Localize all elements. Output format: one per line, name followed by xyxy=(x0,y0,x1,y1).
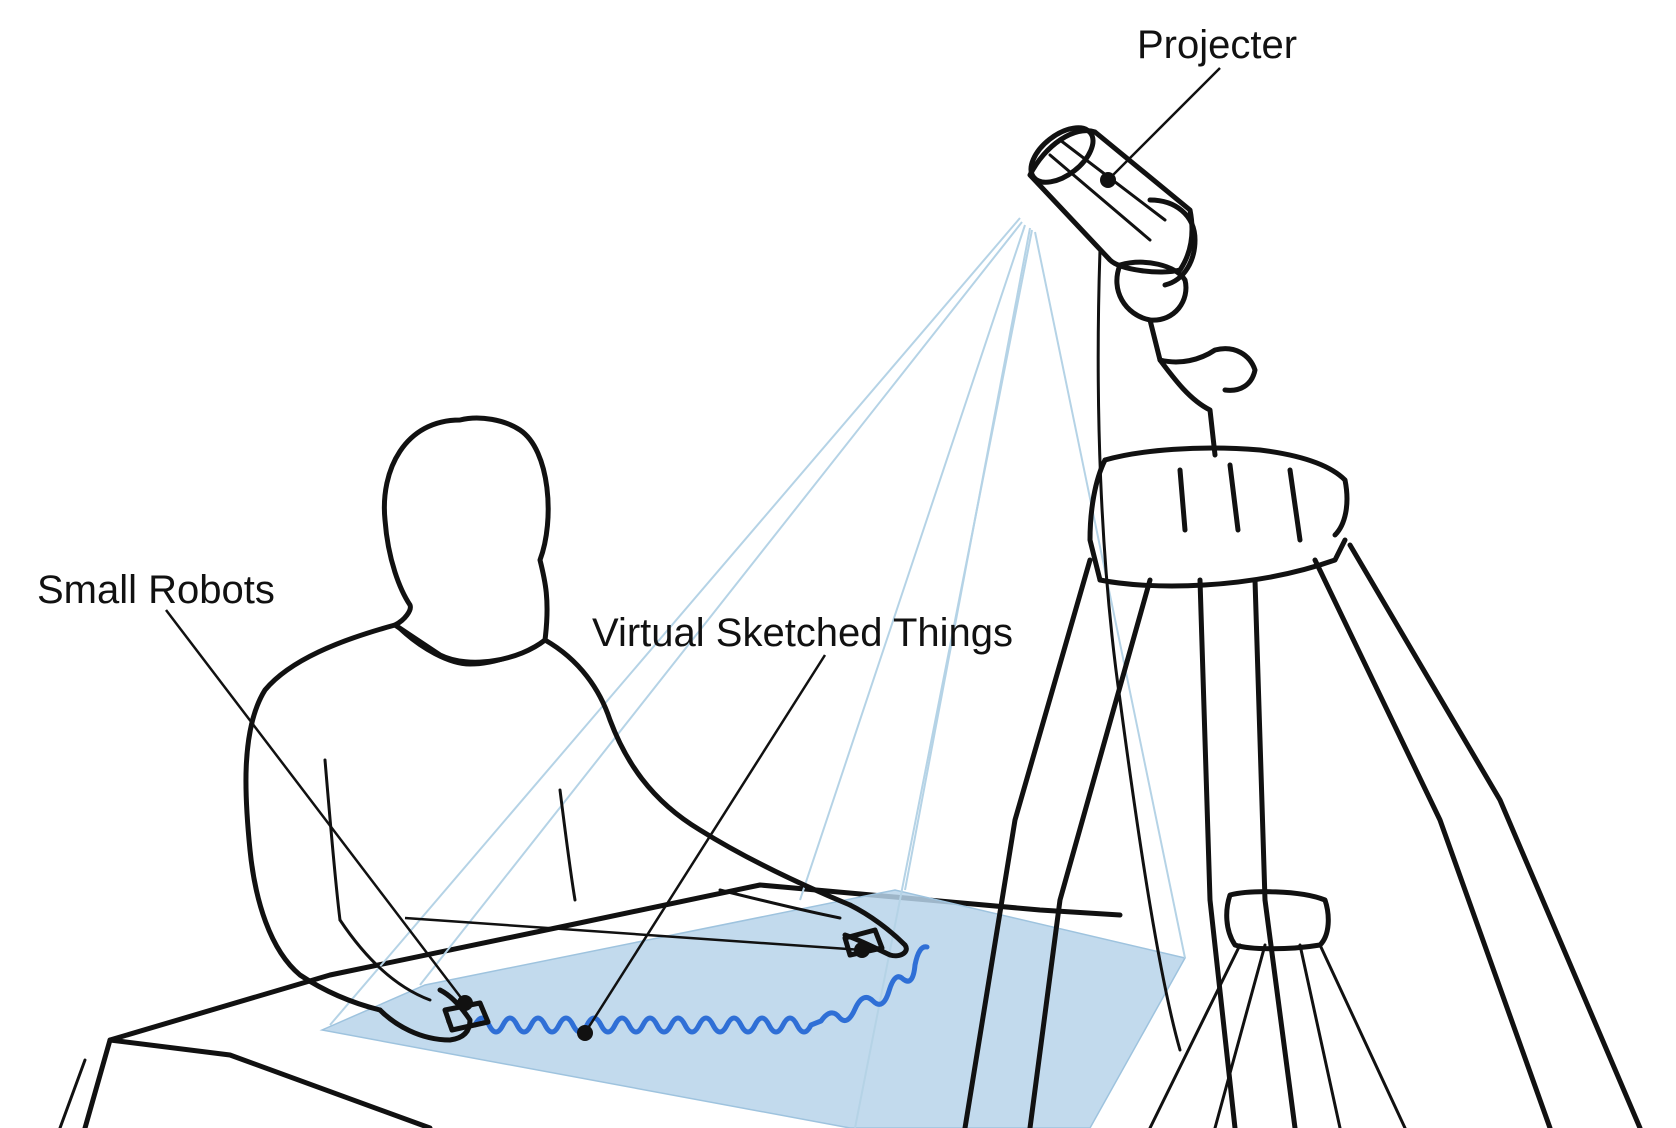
projector xyxy=(1027,125,1198,288)
projector-label: Projecter xyxy=(1137,23,1297,67)
small-robots-label: Small Robots xyxy=(37,568,275,612)
table xyxy=(58,882,1123,1128)
leader-sketched xyxy=(577,654,827,1041)
person xyxy=(243,415,909,1043)
virtual-sketched-things-label: Virtual Sketched Things xyxy=(592,611,1013,655)
projector-beams xyxy=(329,217,1186,1128)
sketched-line xyxy=(472,944,930,1035)
tripod xyxy=(962,248,1643,1128)
leader-robots xyxy=(165,609,870,1011)
leader-projector xyxy=(1100,67,1221,188)
